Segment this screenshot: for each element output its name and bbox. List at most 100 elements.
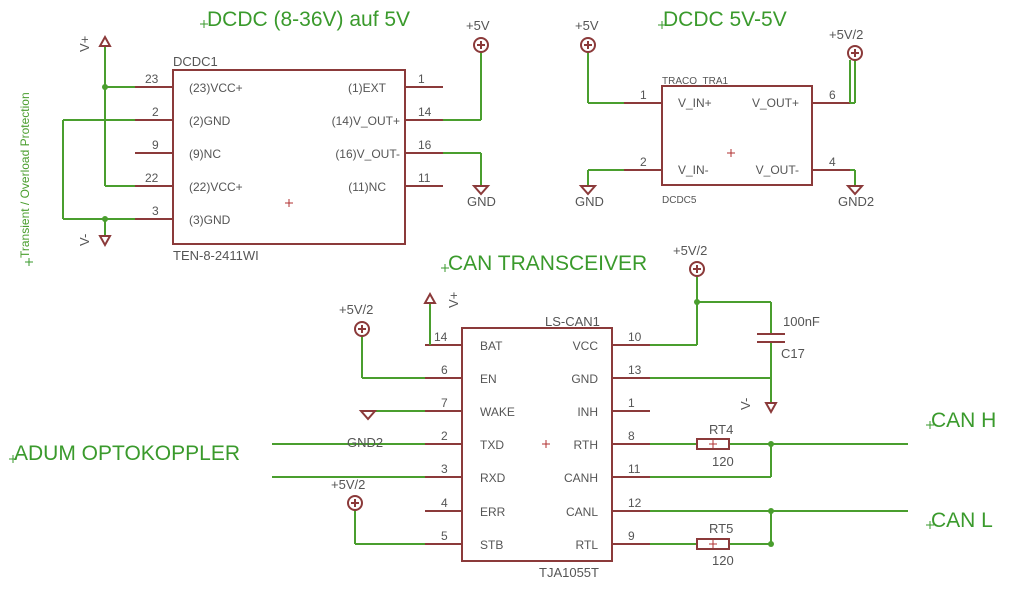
can-pin-num: 14 bbox=[434, 330, 448, 344]
dcdc5-body bbox=[661, 85, 813, 186]
dcdc1-pin-label: (16)V_OUT- bbox=[335, 147, 400, 161]
dcdc1-pin-num: 3 bbox=[152, 204, 159, 218]
dcdc5-nets bbox=[587, 52, 856, 186]
rt5-name: RT5 bbox=[709, 521, 733, 536]
dcdc1-body bbox=[172, 69, 406, 245]
canh-heading: CAN H bbox=[931, 409, 996, 432]
gnd-label: GND bbox=[575, 194, 604, 209]
can-pin-label: RXD bbox=[480, 471, 506, 485]
can-pin-label: TXD bbox=[480, 438, 504, 452]
dcdc5-pin-label: V_OUT+ bbox=[752, 96, 799, 110]
dcdc5-pin-num: 4 bbox=[829, 155, 836, 169]
p5v2-symbol: +5V/2 bbox=[331, 477, 365, 511]
can-pin-num: 8 bbox=[628, 429, 635, 443]
protection-note: Transient / Overload Protection bbox=[18, 92, 32, 258]
dcdc1-pin-label: (2)GND bbox=[189, 114, 231, 128]
p5v2-label: +5V/2 bbox=[331, 477, 365, 492]
dcdc5-name: TRACO_TRA1 bbox=[662, 76, 729, 87]
gnd2-symbol: GND2 bbox=[347, 410, 383, 450]
can-pin-num: 3 bbox=[441, 462, 448, 476]
p5v2-label: +5V/2 bbox=[339, 302, 373, 317]
dcdc1-pin-label: (23)VCC+ bbox=[189, 81, 243, 95]
can-pin-label: INH bbox=[577, 405, 598, 419]
dcdc5-pin-num: 1 bbox=[640, 88, 647, 102]
dcdc5-heading: DCDC 5V-5V bbox=[663, 8, 787, 31]
dcdc5-pin-label: V_IN+ bbox=[678, 96, 712, 110]
vminus-label: V- bbox=[738, 398, 753, 410]
p5v2-symbol: +5V/2 bbox=[829, 27, 863, 61]
dcdc1-pin-label: (14)V_OUT+ bbox=[332, 114, 400, 128]
can-value: TJA1055T bbox=[539, 565, 599, 580]
dcdc1-nets bbox=[62, 46, 482, 236]
dcdc5-pin-num: 2 bbox=[640, 155, 647, 169]
can-pin-label: GND bbox=[571, 372, 598, 386]
can-pin-num: 5 bbox=[441, 529, 448, 543]
can-pin-num: 11 bbox=[628, 462, 641, 476]
rt5-value: 120 bbox=[712, 553, 734, 568]
can-pin-num: 7 bbox=[441, 396, 448, 410]
dcdc1-pin-num: 22 bbox=[145, 171, 159, 185]
adum-heading: ADUM OPTOKOPPLER bbox=[14, 442, 240, 465]
dcdc5-pin-num: 6 bbox=[829, 88, 836, 102]
p5v-label: +5V bbox=[575, 18, 599, 33]
dcdc1-component: DCDC1 TEN-8-2411WI 23 2 9 22 3 (23)VCC+ … bbox=[135, 54, 443, 263]
dcdc1-pin-num: 1 bbox=[418, 72, 425, 86]
dcdc1-pin-num: 23 bbox=[145, 72, 159, 86]
vminus-symbol: V- bbox=[738, 398, 778, 415]
can-pin-num: 1 bbox=[628, 396, 635, 410]
can-pin-num: 6 bbox=[441, 363, 448, 377]
dcdc1-pin-label: (11)NC bbox=[348, 180, 386, 194]
gnd-symbol: GND bbox=[575, 185, 604, 209]
dcdc1-pin-num: 2 bbox=[152, 105, 159, 119]
dcdc1-pin-num: 11 bbox=[418, 171, 431, 185]
gnd2-symbol: GND2 bbox=[838, 185, 874, 209]
c17-value: 100nF bbox=[783, 314, 820, 329]
p5v-symbol: +5V bbox=[466, 18, 490, 53]
can-pin-num: 9 bbox=[628, 529, 635, 543]
rt4-value: 120 bbox=[712, 454, 734, 469]
can-pin-num: 10 bbox=[628, 330, 642, 344]
dcdc1-pin-label: (3)GND bbox=[189, 213, 231, 227]
can-pin-num: 13 bbox=[628, 363, 642, 377]
can-pin-label: ERR bbox=[480, 505, 506, 519]
p5v2-symbol: +5V/2 bbox=[339, 302, 373, 337]
p5v-symbol: +5V bbox=[575, 18, 599, 53]
can-pin-label: BAT bbox=[480, 339, 503, 353]
p5v-label: +5V bbox=[466, 18, 490, 33]
p5v2-symbol: +5V/2 bbox=[673, 243, 707, 277]
vplus-symbol: V+ bbox=[77, 34, 112, 52]
dcdc1-pin-label: (22)VCC+ bbox=[189, 180, 243, 194]
vminus-symbol: V- bbox=[77, 234, 112, 248]
dcdc5-pin-label: V_OUT- bbox=[756, 163, 799, 177]
can-pin-label: EN bbox=[480, 372, 497, 386]
p5v2-label: +5V/2 bbox=[673, 243, 707, 258]
c17-name: C17 bbox=[781, 346, 805, 361]
vplus-label: V+ bbox=[77, 36, 92, 52]
vplus-symbol: V+ bbox=[423, 292, 461, 308]
gnd2-label: GND2 bbox=[838, 194, 874, 209]
dcdc1-pin-num: 14 bbox=[418, 105, 432, 119]
dcdc5-value: DCDC5 bbox=[662, 195, 697, 206]
can-pin-label: CANH bbox=[564, 471, 598, 485]
dcdc1-pin-num: 16 bbox=[418, 138, 432, 152]
dcdc1-heading: DCDC (8-36V) auf 5V bbox=[207, 8, 410, 31]
dcdc1-name: DCDC1 bbox=[173, 54, 218, 69]
can-pin-label: CANL bbox=[566, 505, 598, 519]
gnd-label: GND bbox=[467, 194, 496, 209]
gnd-symbol: GND bbox=[467, 185, 496, 209]
resistor-rt5: RT5 120 bbox=[696, 521, 734, 568]
can-name: LS-CAN1 bbox=[545, 314, 600, 329]
dcdc1-pin-num: 9 bbox=[152, 138, 159, 152]
can-component: LS-CAN1 TJA1055T 14 6 7 2 3 4 5 BAT EN W… bbox=[425, 314, 650, 580]
can-pin-label: WAKE bbox=[480, 405, 515, 419]
vplus-label: V+ bbox=[446, 292, 461, 308]
dcdc5-pin-label: V_IN- bbox=[678, 163, 709, 177]
p5v2-label: +5V/2 bbox=[829, 27, 863, 42]
dcdc5-component: TRACO_TRA1 DCDC5 1 2 6 4 V_IN+ V_IN- V_O… bbox=[624, 76, 850, 206]
can-pin-label: RTH bbox=[574, 438, 598, 452]
can-pin-label: STB bbox=[480, 538, 503, 552]
gnd2-label: GND2 bbox=[347, 435, 383, 450]
dcdc1-value: TEN-8-2411WI bbox=[173, 248, 259, 263]
can-pin-num: 12 bbox=[628, 496, 642, 510]
